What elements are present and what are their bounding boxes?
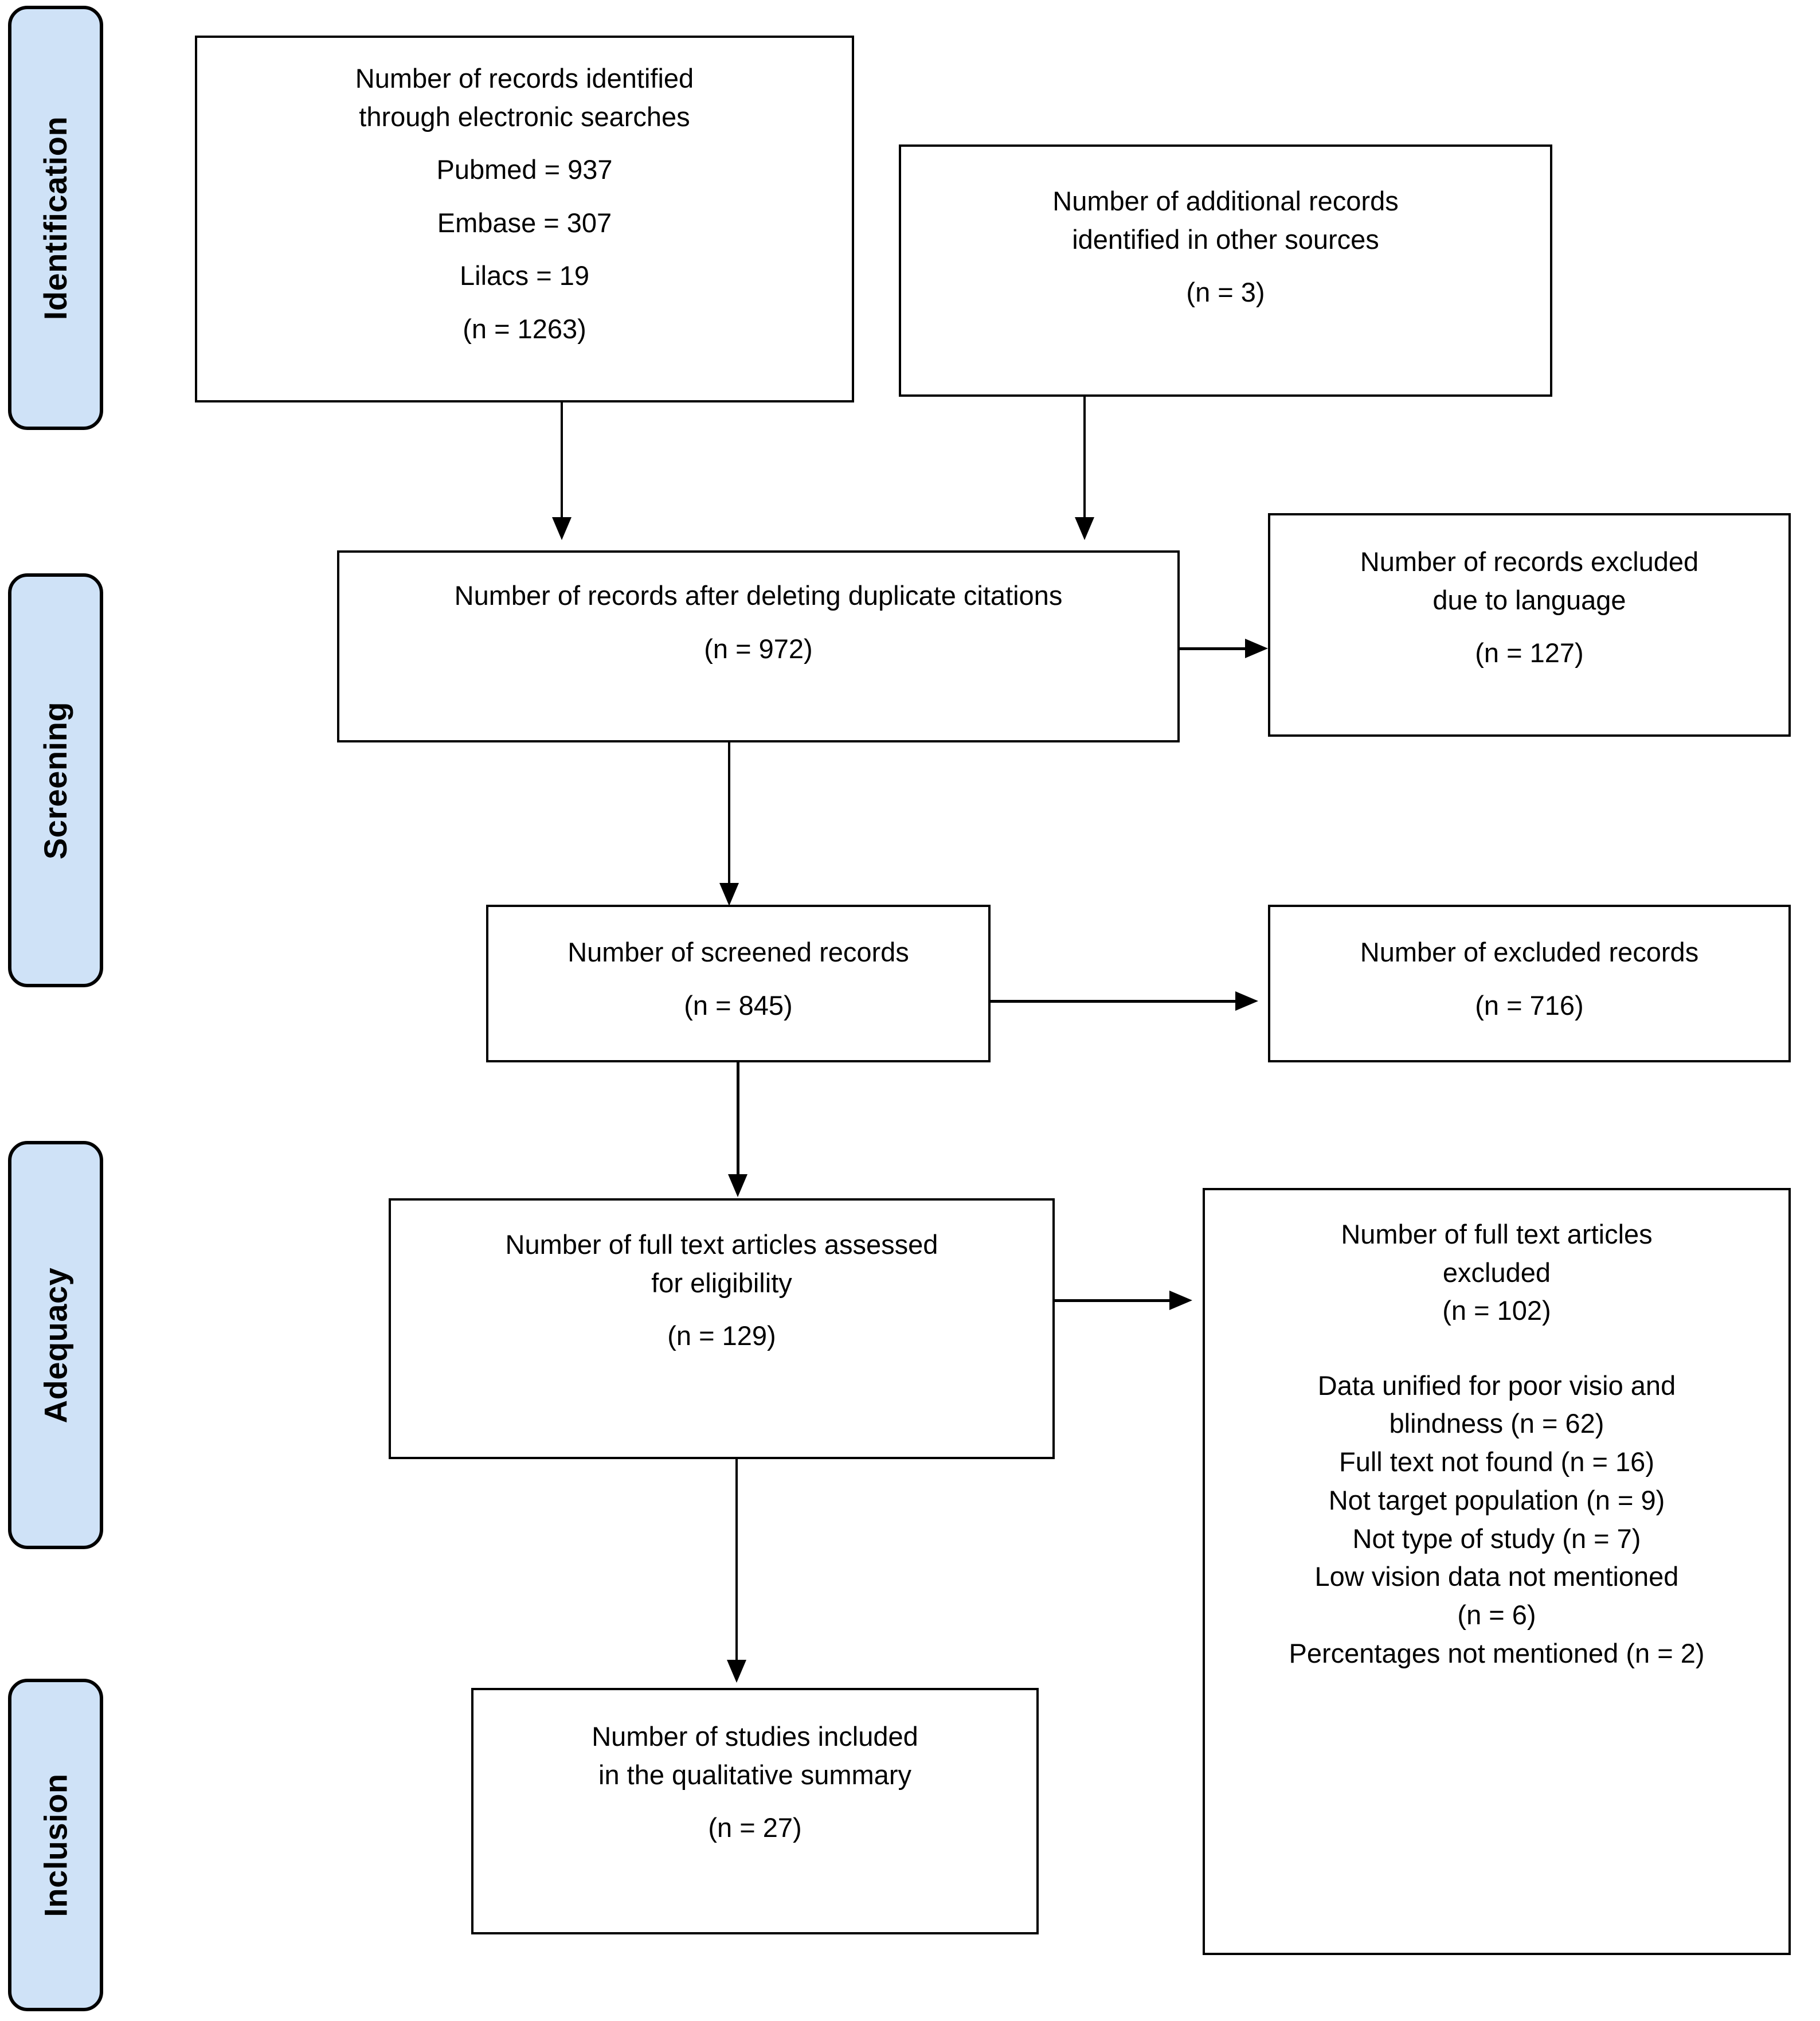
arrowhead-screened-to-fulltext bbox=[728, 1174, 747, 1197]
line-additional-records-3: (n = 3) bbox=[1186, 277, 1265, 308]
line-additional-records-1: Number of additional records bbox=[1052, 186, 1399, 216]
arrowhead-fulltext-to-included bbox=[727, 1660, 746, 1683]
connector-fulltext-to-included bbox=[735, 1459, 738, 1663]
stage-label-adequacy: Adequacy bbox=[37, 1267, 74, 1423]
line-exclusion-reason-4: Not type of study (n = 7) bbox=[1352, 1523, 1641, 1554]
line-exclusion-reason-6: Percentages not mentioned (n = 2) bbox=[1289, 1637, 1705, 1668]
line-exclusion-reason-5a: Low vision data not mentioned bbox=[1314, 1561, 1679, 1592]
box-excluded-language-text: Number of records excluded due to langua… bbox=[1270, 543, 1788, 673]
box-records-identified: Number of records identified through ele… bbox=[195, 36, 854, 402]
line-excluded-language-1: Number of records excluded bbox=[1360, 546, 1699, 577]
box-full-text-excluded: Number of full text articles excluded (n… bbox=[1203, 1188, 1791, 1955]
line-additional-records-2: identified in other sources bbox=[1072, 224, 1379, 255]
box-full-text-excluded-text: Number of full text articles excluded (n… bbox=[1205, 1215, 1788, 1673]
line-records-identified-2: through electronic searches bbox=[359, 101, 690, 132]
line-full-text-assessed-1: Number of full text articles assessed bbox=[505, 1229, 938, 1260]
box-after-duplicates-text: Number of records after deleting duplica… bbox=[339, 577, 1177, 668]
line-records-identified-6: (n = 1263) bbox=[463, 314, 586, 345]
stage-label-screening: Screening bbox=[37, 701, 74, 859]
arrowhead-dedup-to-language bbox=[1245, 639, 1268, 658]
line-records-identified-1: Number of records identified bbox=[355, 63, 694, 93]
line-excluded-language-2: due to language bbox=[1432, 584, 1626, 615]
box-excluded-records-text: Number of excluded records (n = 716) bbox=[1270, 933, 1788, 1025]
box-screened-records-text: Number of screened records (n = 845) bbox=[488, 933, 988, 1025]
line-excluded-records-2: (n = 716) bbox=[1475, 990, 1584, 1021]
box-records-identified-text: Number of records identified through ele… bbox=[197, 60, 852, 349]
connector-screened-to-excluded bbox=[991, 1000, 1237, 1003]
line-full-text-assessed-2: for eligibility bbox=[651, 1267, 792, 1298]
line-studies-included-3: (n = 27) bbox=[708, 1812, 802, 1843]
line-screened-records-1: Number of screened records bbox=[567, 937, 909, 967]
line-full-text-excluded-1: Number of full text articles bbox=[1341, 1219, 1653, 1249]
box-additional-records-text: Number of additional records identified … bbox=[901, 182, 1550, 312]
line-after-duplicates-2: (n = 972) bbox=[704, 633, 813, 664]
line-excluded-records-1: Number of excluded records bbox=[1360, 937, 1699, 967]
arrowhead-identified-to-dedup bbox=[552, 517, 572, 540]
line-exclusion-reason-3: Not target population (n = 9) bbox=[1328, 1484, 1665, 1515]
connector-identified-to-dedup bbox=[561, 402, 563, 520]
arrowhead-dedup-to-screened bbox=[719, 883, 739, 906]
stage-label-inclusion: Inclusion bbox=[37, 1773, 74, 1917]
line-studies-included-2: in the qualitative summary bbox=[598, 1759, 911, 1790]
stage-pill-screening: Screening bbox=[8, 573, 103, 987]
box-studies-included: Number of studies included in the qualit… bbox=[471, 1688, 1039, 1934]
line-full-text-excluded-2: excluded bbox=[1442, 1257, 1551, 1288]
line-exclusion-reason-1b: blindness (n = 62) bbox=[1389, 1408, 1604, 1439]
box-full-text-assessed: Number of full text articles assessed fo… bbox=[389, 1198, 1055, 1459]
box-studies-included-text: Number of studies included in the qualit… bbox=[473, 1718, 1036, 1847]
arrowhead-fulltext-to-excluded bbox=[1169, 1291, 1192, 1310]
connector-screened-to-fulltext bbox=[737, 1062, 739, 1177]
stage-pill-adequacy: Adequacy bbox=[8, 1141, 103, 1549]
box-full-text-assessed-text: Number of full text articles assessed fo… bbox=[391, 1226, 1052, 1355]
connector-fulltext-to-excluded bbox=[1055, 1299, 1171, 1302]
stage-pill-identification: Identification bbox=[8, 6, 103, 430]
line-exclusion-reason-5b: (n = 6) bbox=[1457, 1600, 1536, 1631]
line-excluded-language-3: (n = 127) bbox=[1475, 638, 1584, 669]
box-excluded-language: Number of records excluded due to langua… bbox=[1268, 513, 1791, 737]
connector-dedup-to-screened bbox=[728, 742, 730, 886]
box-excluded-records: Number of excluded records (n = 716) bbox=[1268, 905, 1791, 1062]
line-records-identified-4: Embase = 307 bbox=[437, 207, 612, 238]
line-after-duplicates-1: Number of records after deleting duplica… bbox=[454, 580, 1063, 611]
arrowhead-additional-to-dedup bbox=[1075, 517, 1094, 540]
connector-dedup-to-language bbox=[1180, 647, 1246, 650]
arrowhead-screened-to-excluded bbox=[1235, 991, 1258, 1011]
connector-additional-to-dedup bbox=[1083, 397, 1086, 520]
box-screened-records: Number of screened records (n = 845) bbox=[486, 905, 991, 1062]
line-full-text-assessed-3: (n = 129) bbox=[667, 1320, 776, 1351]
stage-pill-inclusion: Inclusion bbox=[8, 1679, 103, 2011]
line-exclusion-reason-2: Full text not found (n = 16) bbox=[1339, 1447, 1654, 1477]
box-after-duplicates: Number of records after deleting duplica… bbox=[337, 550, 1180, 742]
line-studies-included-1: Number of studies included bbox=[592, 1721, 918, 1752]
line-screened-records-2: (n = 845) bbox=[684, 990, 793, 1021]
line-records-identified-3: Pubmed = 937 bbox=[436, 154, 613, 185]
box-additional-records: Number of additional records identified … bbox=[899, 144, 1552, 397]
stage-label-identification: Identification bbox=[37, 116, 74, 320]
line-exclusion-reason-1a: Data unified for poor visio and bbox=[1317, 1370, 1676, 1401]
line-records-identified-5: Lilacs = 19 bbox=[459, 260, 589, 291]
line-full-text-excluded-3: (n = 102) bbox=[1442, 1295, 1551, 1326]
